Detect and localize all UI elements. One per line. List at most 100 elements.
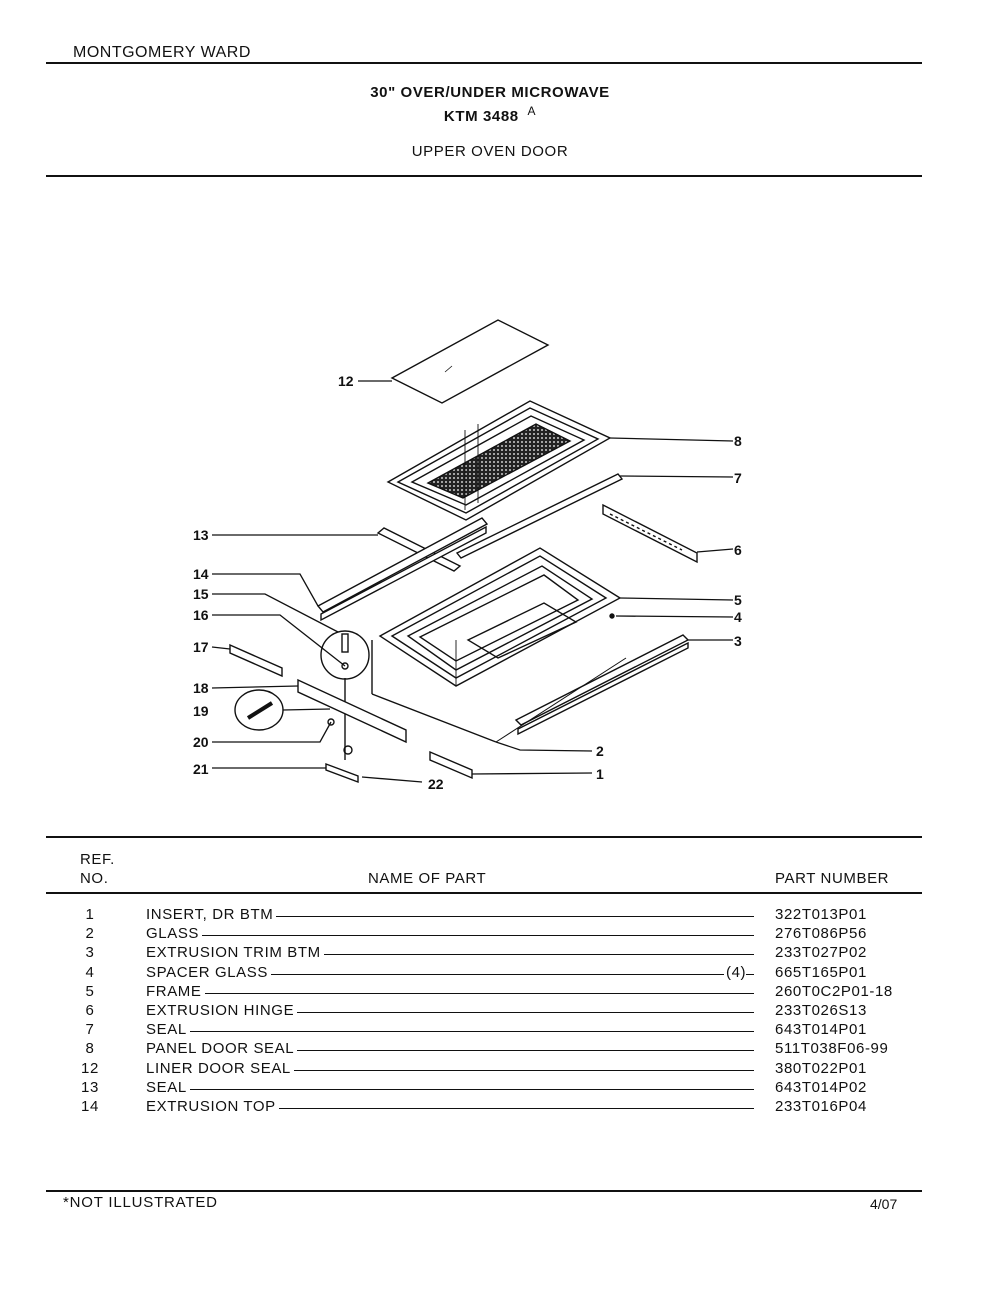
ref-number: 8 bbox=[85, 1040, 95, 1058]
callout-17: 17 bbox=[193, 639, 209, 655]
section-title: UPPER OVEN DOOR bbox=[411, 143, 569, 160]
callout-21: 21 bbox=[193, 761, 209, 777]
part-21 bbox=[325, 762, 359, 784]
part-name: EXTRUSION HINGE bbox=[146, 1002, 298, 1019]
part-name: SEAL bbox=[146, 1078, 190, 1096]
leader-lines bbox=[211, 380, 734, 783]
callout-12: 12 bbox=[338, 373, 354, 389]
leader-line bbox=[146, 1108, 754, 1109]
callout-5: 5 bbox=[734, 592, 742, 608]
col-header-ref-2: NO. bbox=[80, 870, 109, 887]
part-name: FRAME bbox=[146, 982, 205, 1000]
part-12-liner-glass bbox=[390, 319, 550, 404]
part-7-seal bbox=[455, 473, 624, 559]
col-header-ref-1: REF. bbox=[80, 851, 115, 868]
footer-note: *NOT ILLUSTRATED bbox=[63, 1194, 218, 1211]
leader-line bbox=[146, 1069, 754, 1071]
part-number: 380T022P01 bbox=[775, 1059, 867, 1077]
ref-number: 3 bbox=[85, 944, 95, 962]
ref-number: 13 bbox=[81, 1078, 99, 1096]
table-row: 5 FRAME 260T0C2P01-18 bbox=[0, 982, 1000, 1002]
part-name: SPACER GLASS bbox=[146, 963, 271, 981]
part-number: 322T013P01 bbox=[775, 906, 867, 923]
leader-line bbox=[146, 916, 754, 917]
ref-number: 2 bbox=[85, 925, 95, 943]
callout-22: 22 bbox=[428, 776, 444, 792]
callout-14: 14 bbox=[193, 566, 209, 582]
part-8-panel-door-seal bbox=[386, 400, 612, 521]
part-number: 643T014P02 bbox=[775, 1078, 867, 1096]
table-row: 14 EXTRUSION TOP 233T016P04 bbox=[0, 1098, 1000, 1117]
leader-line bbox=[146, 1050, 754, 1052]
ref-number: 5 bbox=[85, 982, 95, 1000]
callout-6: 6 bbox=[734, 542, 742, 558]
part-name: PANEL DOOR SEAL bbox=[146, 1040, 298, 1058]
table-row: 2 GLASS 276T086P56 bbox=[0, 925, 1000, 944]
leader-line bbox=[146, 973, 754, 975]
table-row: 8 PANEL DOOR SEAL 511T038F06-99 bbox=[0, 1040, 1000, 1059]
callout-15: 15 bbox=[193, 586, 209, 602]
callout-2: 2 bbox=[596, 743, 604, 759]
part-name: SEAL bbox=[146, 1021, 190, 1039]
part-1-insert-dr-btm bbox=[429, 750, 473, 780]
leader-line bbox=[146, 935, 754, 937]
table-row: 13 SEAL 643T014P02 bbox=[0, 1078, 1000, 1098]
ref-number: 14 bbox=[81, 1098, 99, 1115]
part-name: GLASS bbox=[146, 925, 203, 943]
ref-number: 7 bbox=[85, 1021, 95, 1039]
part-2-glass bbox=[371, 640, 627, 743]
part-quantity: (4) bbox=[724, 963, 747, 981]
part-name: EXTRUSION TOP bbox=[146, 1098, 279, 1115]
header-top-rule bbox=[46, 62, 922, 64]
part-number: 233T027P02 bbox=[775, 944, 867, 962]
part-6-extrusion-hinge bbox=[602, 503, 698, 564]
part-18 bbox=[297, 678, 407, 744]
table-row: 4 SPACER GLASS (4) 665T165P01 bbox=[0, 963, 1000, 983]
table-row: 1 INSERT, DR BTM 322T013P01 bbox=[0, 906, 1000, 925]
part-name: INSERT, DR BTM bbox=[146, 906, 277, 923]
table-row: 3 EXTRUSION TRIM BTM 233T027P02 bbox=[0, 944, 1000, 963]
part-3-extrusion-trim-btm bbox=[514, 634, 690, 736]
ref-number: 6 bbox=[85, 1002, 95, 1019]
model-suffix: A bbox=[527, 104, 537, 118]
part-number: 233T016P04 bbox=[775, 1098, 867, 1115]
callout-16: 16 bbox=[193, 607, 209, 623]
header-bottom-rule bbox=[46, 175, 922, 177]
part-number: 643T014P01 bbox=[775, 1021, 867, 1039]
callout-3: 3 bbox=[734, 633, 742, 649]
ref-number: 1 bbox=[85, 906, 95, 923]
part-14-extrusion-top bbox=[316, 517, 489, 622]
part-number: 276T086P56 bbox=[775, 925, 867, 943]
part-5-frame bbox=[378, 547, 622, 687]
part-19-detail bbox=[234, 689, 284, 731]
callout-7: 7 bbox=[734, 470, 742, 486]
col-header-part-number: PART NUMBER bbox=[775, 870, 890, 887]
ref-number: 12 bbox=[81, 1059, 99, 1077]
part-name: EXTRUSION TRIM BTM bbox=[146, 944, 324, 962]
callout-1: 1 bbox=[596, 766, 604, 782]
product-title: 30" OVER/UNDER MICROWAVE bbox=[370, 84, 610, 101]
part-number: 260T0C2P01-18 bbox=[775, 982, 893, 1000]
table-row: 7 SEAL 643T014P01 bbox=[0, 1021, 1000, 1040]
table-header-rule bbox=[46, 892, 922, 894]
leader-line bbox=[146, 992, 754, 994]
part-17 bbox=[229, 643, 283, 678]
part-number: 511T038F06-99 bbox=[775, 1040, 889, 1058]
callout-4: 4 bbox=[734, 609, 742, 625]
part-name: LINER DOOR SEAL bbox=[146, 1059, 294, 1077]
leader-line bbox=[146, 954, 754, 956]
leader-line bbox=[146, 1088, 754, 1090]
callout-19: 19 bbox=[193, 703, 209, 719]
callout-8: 8 bbox=[734, 433, 742, 449]
model-number: KTM 3488 bbox=[443, 108, 519, 125]
leader-line bbox=[146, 1012, 754, 1013]
ref-number: 4 bbox=[85, 963, 95, 981]
model-number-line: KTM 3488 A bbox=[0, 104, 980, 125]
part-number: 665T165P01 bbox=[775, 963, 867, 981]
callout-13: 13 bbox=[193, 527, 209, 543]
table-top-rule bbox=[46, 836, 922, 838]
table-row: 12 LINER DOOR SEAL 380T022P01 bbox=[0, 1059, 1000, 1079]
leader-line bbox=[146, 1031, 754, 1033]
exploded-parts-diagram: 12 8 7 6 5 4 3 2 1 13 14 15 16 17 18 19 … bbox=[193, 319, 742, 792]
